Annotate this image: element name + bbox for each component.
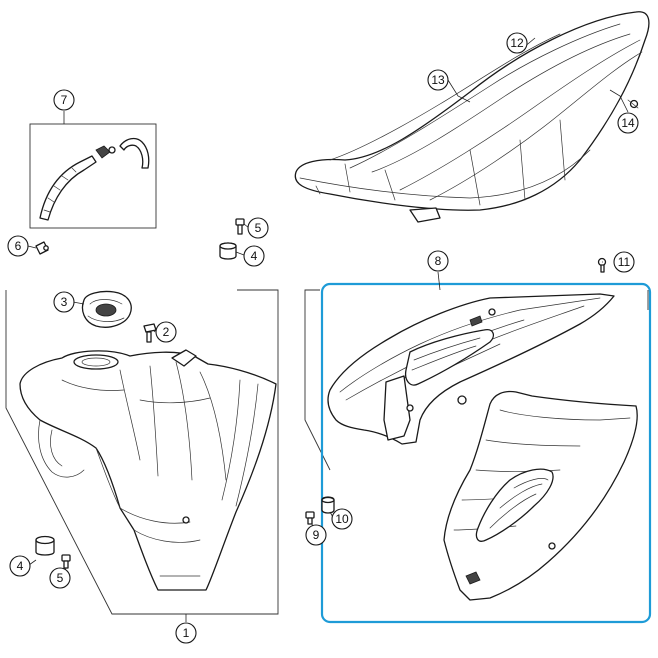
svg-text:4: 4: [251, 249, 258, 263]
tank-spoiler-upper-part[interactable]: [327, 293, 615, 445]
svg-text:9: 9: [313, 528, 320, 542]
callout-14: 14: [617, 112, 639, 134]
svg-text:8: 8: [435, 254, 442, 268]
callout-7: 7: [53, 89, 75, 111]
svg-text:1: 1: [183, 626, 190, 640]
callout-6: 6: [7, 235, 29, 257]
fuel-hose-part[interactable]: [39, 137, 150, 221]
covers-frame: [304, 289, 649, 471]
fuel-tank-frame: [5, 289, 279, 615]
seat-part[interactable]: [294, 11, 650, 223]
svg-text:5: 5: [255, 221, 262, 235]
svg-text:4: 4: [17, 559, 24, 573]
nut-part-upper[interactable]: [219, 242, 237, 260]
covers-highlight-box: [320, 282, 652, 624]
callout-5-upper: 5: [247, 217, 269, 239]
callout-13: 13: [427, 69, 449, 91]
callout-1: 1: [175, 622, 197, 644]
fuel-tank-part[interactable]: [19, 349, 277, 591]
svg-text:5: 5: [57, 571, 64, 585]
hose-clip-part[interactable]: [35, 241, 49, 255]
svg-text:14: 14: [621, 116, 635, 130]
tank-screw-part[interactable]: [143, 323, 157, 343]
cover-screw-part[interactable]: [305, 511, 315, 525]
fuel-hose-box: [29, 123, 157, 229]
screw-part-lower[interactable]: [61, 554, 71, 569]
callout-4-lower: 4: [9, 555, 31, 577]
callout-11: 11: [613, 251, 635, 273]
callout-8: 8: [427, 250, 449, 272]
callout-2: 2: [155, 321, 177, 343]
svg-text:12: 12: [510, 36, 524, 50]
svg-text:11: 11: [618, 255, 631, 269]
svg-text:10: 10: [335, 512, 349, 526]
callout-12: 12: [506, 32, 528, 54]
callout-3: 3: [53, 291, 75, 313]
fuel-cap-part[interactable]: [81, 290, 132, 328]
callout-4-upper: 4: [243, 245, 265, 267]
seat-screw-part[interactable]: [627, 99, 639, 109]
svg-text:13: 13: [431, 73, 445, 87]
cover-nut-part[interactable]: [321, 496, 335, 514]
nut-part-lower[interactable]: [35, 535, 55, 556]
svg-text:3: 3: [61, 295, 68, 309]
callout-9: 9: [305, 524, 327, 546]
svg-text:2: 2: [163, 325, 170, 339]
callout-10: 10: [331, 508, 353, 530]
screw-part-upper[interactable]: [235, 218, 245, 235]
svg-text:7: 7: [61, 93, 68, 107]
callout-5-lower: 5: [49, 567, 71, 589]
svg-text:6: 6: [15, 239, 22, 253]
tank-spoiler-lower-part[interactable]: [443, 390, 638, 601]
screw-part-11[interactable]: [597, 257, 607, 273]
